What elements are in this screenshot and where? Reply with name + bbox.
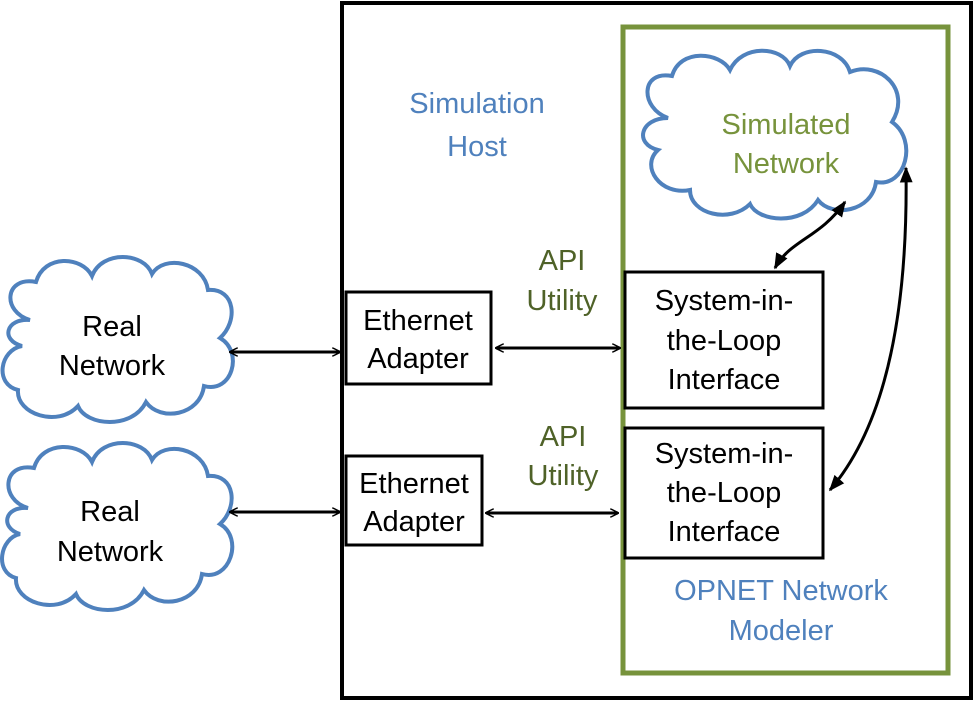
sil-interface-1-label-line2: the-Loop [667, 325, 782, 357]
ethernet-adapter-1-label-line2: Adapter [367, 343, 469, 375]
sil-interface-1-label-line1: System-in- [655, 285, 794, 317]
api-utility-1-label-line2: Utility [527, 285, 598, 317]
arrow-sil2-simulated-network [828, 166, 913, 492]
simulated-network-label-line2: Network [733, 148, 840, 180]
ethernet-adapter-box-2 [344, 454, 484, 547]
simulated-network-label-line1: Simulated [722, 109, 851, 141]
real-network-2-label-line2: Network [57, 536, 164, 568]
api-utility-1-label-line1: API [539, 245, 586, 277]
sil-interface-2-label-line1: System-in- [655, 438, 794, 470]
sil-interface-2-label-line3: Interface [668, 516, 781, 548]
opnet-label-line2: Modeler [729, 615, 834, 647]
real-network-2-label-line1: Real [80, 496, 140, 528]
ethernet-adapter-2-label-line2: Adapter [363, 506, 465, 538]
real-network-1-label-line1: Real [82, 311, 142, 343]
ethernet-adapter-2-label-line1: Ethernet [359, 468, 469, 500]
sil-interface-2-label-line2: the-Loop [667, 477, 782, 509]
simulation-host-label-line1: Simulation [409, 88, 544, 120]
sil-interface-box-1 [623, 270, 825, 410]
simulation-host-label-line2: Host [447, 131, 507, 163]
sil-interface-1-label-line3: Interface [668, 364, 781, 396]
sil-interface-box-2 [623, 426, 825, 560]
opnet-box [620, 24, 951, 676]
real-network-cloud-2 [0, 441, 235, 612]
ethernet-adapter-1-label-line1: Ethernet [363, 305, 473, 337]
api-utility-2-label-line1: API [540, 421, 587, 453]
simulation-host-box [340, 1, 973, 700]
api-utility-2-label-line2: Utility [528, 460, 599, 492]
real-network-1-label-line2: Network [59, 350, 166, 382]
ethernet-adapter-box-1 [344, 290, 493, 386]
opnet-label-line1: OPNET Network [674, 575, 888, 607]
real-network-cloud-1 [0, 255, 235, 424]
